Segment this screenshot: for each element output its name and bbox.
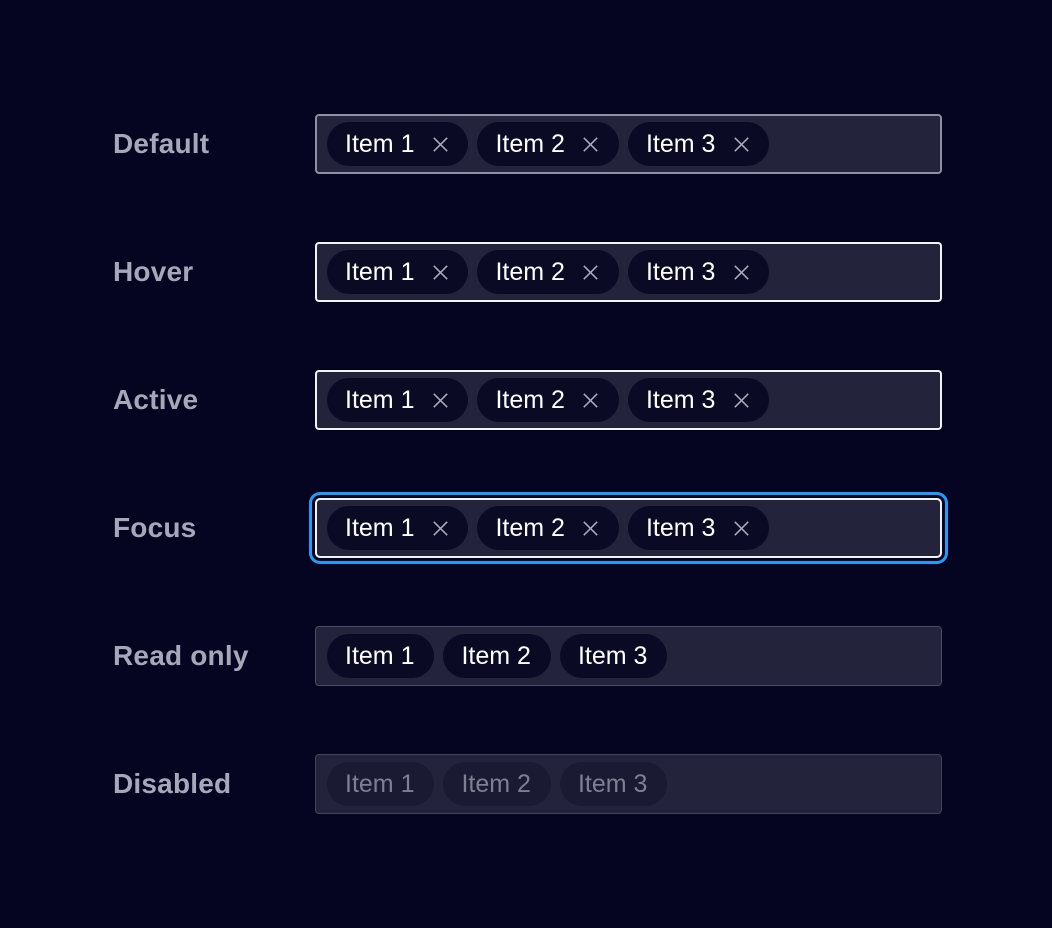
- chip-item-3: Item 3: [627, 122, 770, 166]
- chip-item-1: Item 1: [327, 762, 435, 806]
- chip-label: Item 3: [577, 770, 648, 798]
- chip-remove-button[interactable]: [729, 516, 753, 540]
- chip-label: Item 1: [345, 258, 415, 286]
- chip-label: Item 2: [495, 258, 565, 286]
- multiselect-field-default[interactable]: Item 1 Item 2 Item 3: [315, 114, 942, 174]
- chip-label: Item 3: [577, 642, 648, 670]
- close-icon: [734, 520, 749, 536]
- chip-label: Item 3: [645, 386, 716, 414]
- chip-item-2: Item 2: [477, 378, 619, 422]
- chip-item-1: Item 1: [327, 634, 435, 678]
- chip-label: Item 3: [645, 258, 716, 286]
- chip-label: Item 2: [495, 386, 565, 414]
- multiselect-field-active[interactable]: Item 1 Item 2 Item 3: [315, 370, 942, 430]
- chip-remove-button[interactable]: [579, 516, 603, 540]
- state-row-active: Active Item 1 Item 2 Item 3: [113, 370, 1052, 430]
- state-row-default: Default Item 1 Item 2 Item 3: [113, 114, 1052, 174]
- close-icon: [583, 136, 599, 152]
- chip-item-2: Item 2: [477, 122, 619, 166]
- close-icon: [583, 264, 599, 280]
- chip-label: Item 1: [345, 130, 415, 158]
- chip-remove-button[interactable]: [428, 388, 452, 412]
- state-row-focus: Focus Item 1 Item 2 Item 3: [113, 498, 1052, 558]
- chip-item-2: Item 2: [443, 634, 551, 678]
- close-icon: [433, 264, 448, 280]
- close-icon: [583, 520, 599, 536]
- chip-remove-button[interactable]: [729, 132, 753, 156]
- state-label-readonly: Read only: [113, 640, 249, 671]
- close-icon: [433, 392, 448, 408]
- chip-item-3: Item 3: [627, 378, 770, 422]
- chip-label: Item 1: [345, 514, 415, 542]
- chip-label: Item 1: [345, 770, 415, 798]
- state-row-readonly: Read only Item 1 Item 2 Item 3: [113, 626, 1052, 686]
- state-label-hover: Hover: [113, 256, 194, 287]
- state-label-focus: Focus: [113, 512, 197, 543]
- chip-item-2: Item 2: [477, 250, 619, 294]
- chip-item-3: Item 3: [559, 762, 668, 806]
- chip-label: Item 3: [645, 514, 716, 542]
- chip-remove-button[interactable]: [428, 132, 452, 156]
- chip-label: Item 1: [345, 642, 415, 670]
- chip-remove-button[interactable]: [579, 132, 603, 156]
- chip-remove-button[interactable]: [729, 388, 753, 412]
- close-icon: [734, 264, 749, 280]
- chip-item-3: Item 3: [627, 250, 770, 294]
- state-row-hover: Hover Item 1 Item 2 Item 3: [113, 242, 1052, 302]
- chip-item-3: Item 3: [559, 634, 668, 678]
- close-icon: [583, 392, 599, 408]
- chip-label: Item 1: [345, 386, 415, 414]
- chip-label: Item 2: [461, 770, 531, 798]
- chip-label: Item 2: [495, 514, 565, 542]
- multiselect-field-readonly[interactable]: Item 1 Item 2 Item 3: [315, 626, 942, 686]
- chip-remove-button[interactable]: [579, 388, 603, 412]
- state-label-default: Default: [113, 128, 210, 159]
- close-icon: [734, 392, 749, 408]
- chip-remove-button[interactable]: [428, 260, 452, 284]
- chip-item-1: Item 1: [327, 378, 469, 422]
- chip-item-1: Item 1: [327, 506, 469, 550]
- chip-remove-button[interactable]: [428, 516, 452, 540]
- state-label-disabled: Disabled: [113, 768, 232, 799]
- chip-label: Item 3: [645, 130, 716, 158]
- multiselect-field-focus[interactable]: Item 1 Item 2 Item 3: [315, 498, 942, 558]
- chip-item-2: Item 2: [477, 506, 619, 550]
- multiselect-field-disabled: Item 1 Item 2 Item 3: [315, 754, 942, 814]
- chip-item-1: Item 1: [327, 250, 469, 294]
- close-icon: [734, 136, 749, 152]
- state-label-active: Active: [113, 384, 199, 415]
- multiselect-field-hover[interactable]: Item 1 Item 2 Item 3: [315, 242, 942, 302]
- chip-item-3: Item 3: [627, 506, 770, 550]
- chip-item-1: Item 1: [327, 122, 469, 166]
- chip-remove-button[interactable]: [579, 260, 603, 284]
- chip-label: Item 2: [495, 130, 565, 158]
- chip-item-2: Item 2: [443, 762, 551, 806]
- chip-remove-button[interactable]: [729, 260, 753, 284]
- state-row-disabled: Disabled Item 1 Item 2 Item 3: [113, 754, 1052, 814]
- close-icon: [433, 136, 448, 152]
- chip-label: Item 2: [461, 642, 531, 670]
- close-icon: [433, 520, 448, 536]
